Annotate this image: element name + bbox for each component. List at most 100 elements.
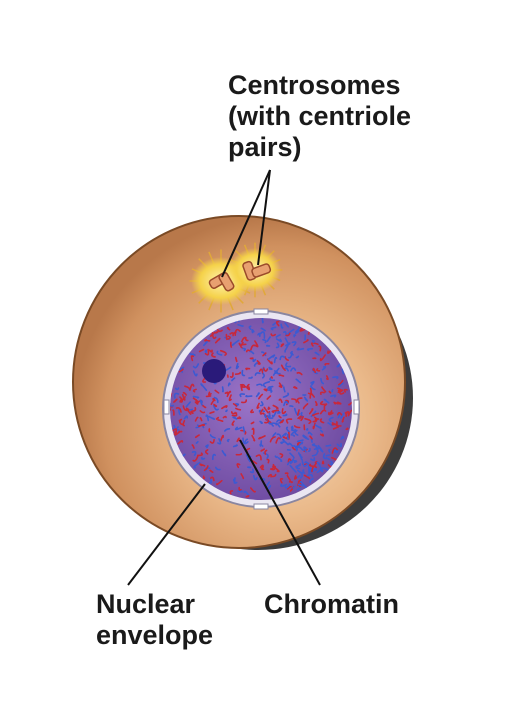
chromatin-fiber <box>330 394 337 398</box>
chromatin-fiber <box>279 453 284 458</box>
chromatin-fiber <box>282 438 289 446</box>
chromatin-fiber <box>202 377 207 383</box>
chromatin-fiber <box>266 395 272 400</box>
chromatin-fiber <box>251 427 255 435</box>
chromatin-fiber <box>189 353 196 356</box>
chromatin-fiber <box>244 337 249 342</box>
chromatin-fiber <box>314 418 320 423</box>
chromatin-fiber <box>296 484 301 491</box>
chromatin-fiber <box>318 345 322 352</box>
chromatin-fiber <box>275 338 283 343</box>
chromatin-fiber <box>302 403 309 410</box>
chromatin-fiber <box>224 391 229 395</box>
chromatin-fiber <box>208 349 213 353</box>
chromatin-fiber <box>229 341 233 348</box>
chromatin-fiber <box>173 398 178 403</box>
chromatin-fiber <box>237 489 243 493</box>
chromatin-fiber <box>225 409 228 413</box>
chromatin-fiber <box>344 410 350 415</box>
chromatin-fiber <box>327 422 333 427</box>
chromatin-fiber <box>185 407 192 415</box>
chromatin-fiber <box>240 473 245 480</box>
chromatin-fiber <box>317 444 324 453</box>
chromatin-fiber <box>270 465 276 471</box>
chromatin-fiber <box>200 383 208 391</box>
chromatin-fiber <box>192 397 200 403</box>
chromatin-fiber <box>234 371 242 375</box>
chromatin-fiber <box>209 469 214 473</box>
chromatin-fiber <box>191 407 197 412</box>
chromatin-fiber <box>324 362 330 366</box>
chromatin-fiber <box>268 366 273 371</box>
chromatin-fiber <box>204 449 209 455</box>
chromatin-fiber <box>296 347 305 351</box>
chromatin-fiber <box>294 429 299 436</box>
chromatin-fiber <box>336 443 343 448</box>
chromatin-fiber <box>259 420 263 425</box>
chromatin-fiber <box>320 377 325 385</box>
chromatin-fiber <box>207 415 216 420</box>
chromatin-fiber <box>205 444 209 449</box>
chromatin-fiber <box>199 410 206 414</box>
chromatin-fiber <box>219 349 227 356</box>
chromatin-fiber <box>289 458 294 465</box>
chromatin-fiber <box>331 456 337 461</box>
chromatin-fiber <box>231 339 240 346</box>
chromatin-fiber <box>283 386 286 393</box>
chromatin-fiber <box>173 431 178 435</box>
chromatin-fiber <box>308 463 316 468</box>
chromatin-fiber <box>237 324 244 327</box>
chromatin-fiber <box>293 334 297 338</box>
centrosome-leader-line <box>221 169 271 278</box>
chromatin-fiber <box>314 400 318 406</box>
chromatin-fiber <box>290 367 297 372</box>
chromatin-fiber <box>202 475 206 480</box>
chromatin-fiber <box>185 401 191 408</box>
nuclear-pores <box>163 308 360 510</box>
chromatin-fiber <box>263 406 269 414</box>
chromatin-fiber <box>307 464 310 472</box>
chromatin-fiber <box>314 424 322 429</box>
chromatin-fiber <box>270 473 277 478</box>
chromatin-fiber <box>276 433 282 439</box>
chromatin-fiber <box>286 433 290 440</box>
chromatin-fiber <box>208 477 213 484</box>
chromatin-fiber <box>284 322 289 328</box>
chromatin-fiber <box>314 351 320 356</box>
chromatin-fiber <box>272 465 280 473</box>
chromatin-fiber <box>182 391 187 396</box>
chromatin-fiber <box>296 409 300 416</box>
chromatin-fiber <box>266 458 270 464</box>
chromatin-fiber <box>209 331 216 337</box>
chromatin-fiber <box>175 406 182 413</box>
nuclear-envelope-leader-line <box>127 483 206 586</box>
chromatin-fiber <box>179 418 183 423</box>
chromatin-fiber <box>199 463 206 467</box>
chromatin-fiber <box>284 472 289 475</box>
chromatin-fiber <box>308 408 314 415</box>
chromatin-fiber <box>172 409 175 416</box>
chromatin-fiber <box>231 420 235 426</box>
chromatin-fiber <box>216 479 223 486</box>
chromatin-fiber <box>325 454 331 457</box>
chromatin-fiber <box>194 434 200 439</box>
nuclear-envelope-label: Nuclear envelope <box>96 589 213 651</box>
chromatin-fiber <box>229 490 234 495</box>
chromatin-fiber <box>253 474 258 481</box>
chromatin-fiber <box>212 404 219 411</box>
chromatin-fiber <box>178 408 181 416</box>
chromatin-fiber <box>300 448 305 451</box>
chromatin-fiber <box>274 455 278 459</box>
chromatin-fiber <box>217 438 222 445</box>
chromatin-fiber <box>312 422 316 430</box>
chromatin-fiber <box>245 495 250 498</box>
chromatin-fiber <box>255 454 262 461</box>
centrosome-leader-line <box>257 169 271 266</box>
chromatin-fiber <box>201 456 206 460</box>
chromatin-fiber <box>214 331 219 334</box>
chromatin-fiber <box>307 431 313 436</box>
chromatin-fiber <box>282 392 290 398</box>
chromatin-fiber <box>262 372 265 379</box>
chromatin-fiber <box>199 399 203 406</box>
